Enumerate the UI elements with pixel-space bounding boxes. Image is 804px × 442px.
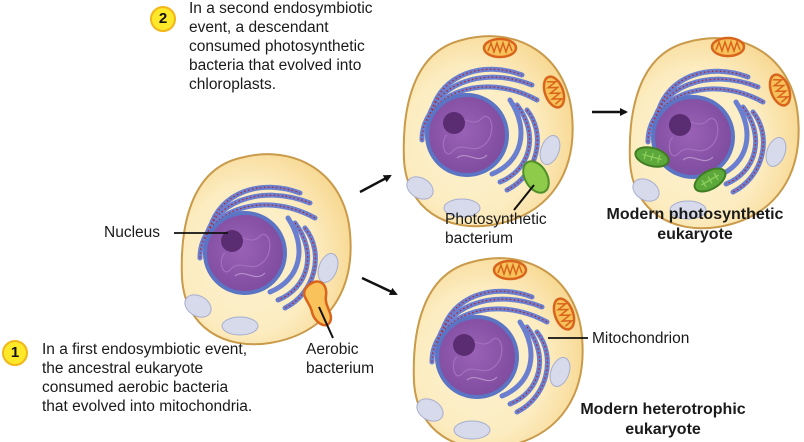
photosynthetic-bacterium-shape bbox=[522, 160, 550, 194]
nucleus-label: Nucleus bbox=[104, 224, 160, 241]
photosynthetic-bacterium-label: Photosynthetic bacterium bbox=[445, 211, 547, 247]
aerobic-leader bbox=[318, 306, 334, 339]
intermediate-cell bbox=[403, 36, 573, 226]
photosynthetic-leader bbox=[513, 184, 535, 211]
arrow-to-intermediate bbox=[359, 174, 392, 194]
arrow-to-heterotroph bbox=[361, 276, 398, 296]
modern-photosynthetic-title: Modern photosynthetic eukaryote bbox=[606, 206, 784, 243]
step-2-badge: 2 bbox=[150, 6, 176, 32]
step-1-text: In a first endosymbiotic event, the ance… bbox=[42, 341, 253, 415]
modern-heterotrophic-title: Modern heterotrophic eukaryote bbox=[580, 401, 746, 438]
step-2-text: In a second endosymbiotic event, a desce… bbox=[189, 0, 373, 93]
modern-photosynthetic-cell bbox=[629, 38, 799, 228]
aerobic-bacterium-label: Aerobic bacterium bbox=[306, 341, 375, 377]
aerobic-bacterium-shape bbox=[302, 280, 333, 327]
modern-heterotrophic-cell bbox=[413, 258, 583, 442]
mitochondrion-label: Mitochondrion bbox=[592, 330, 690, 347]
step-1-badge: 1 bbox=[2, 340, 28, 366]
